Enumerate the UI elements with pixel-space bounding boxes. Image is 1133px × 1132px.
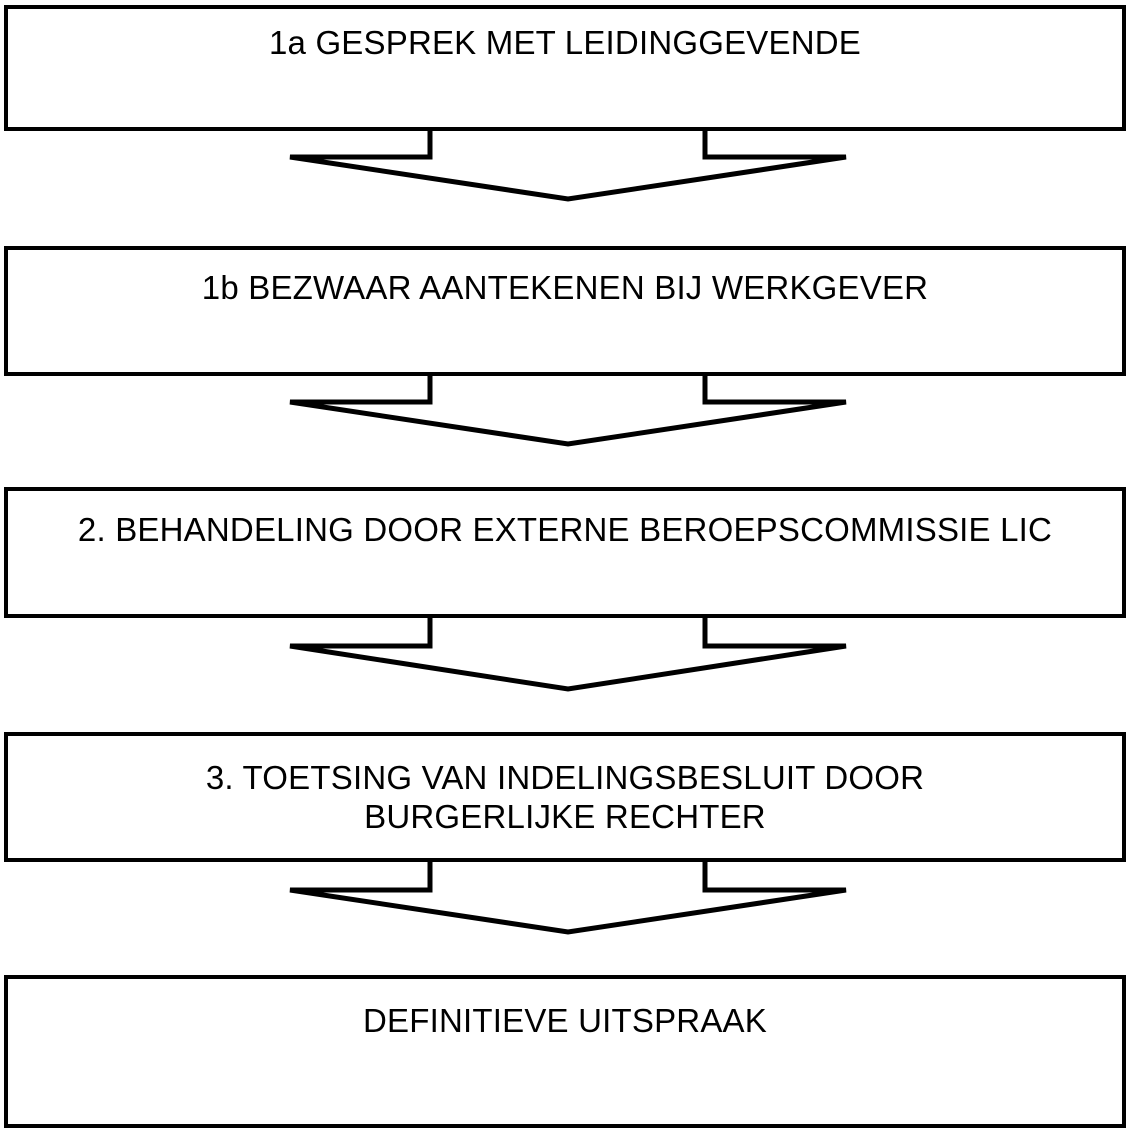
node-step-1a[interactable]: 1a GESPREK MET LEIDINGGEVENDE (4, 5, 1126, 131)
arrow-down-icon-1 (289, 131, 847, 202)
arrow-down-icon-3 (289, 618, 847, 692)
node-step-1a-label: 1a GESPREK MET LEIDINGGEVENDE (268, 24, 862, 61)
node-step-2[interactable]: 2. BEHANDELING DOOR EXTERNE BEROEPSCOMMI… (4, 487, 1126, 618)
node-step-3[interactable]: 3. TOETSING VAN INDELINGSBESLUIT DOOR BU… (4, 732, 1126, 862)
node-outcome-label: DEFINITIEVE UITSPRAAK (363, 1002, 767, 1039)
node-step-2-label: 2. BEHANDELING DOOR EXTERNE BEROEPSCOMMI… (77, 511, 1053, 548)
node-step-1b[interactable]: 1b BEZWAAR AANTEKENEN BIJ WERKGEVER (4, 246, 1126, 376)
node-step-1b-label: 1b BEZWAAR AANTEKENEN BIJ WERKGEVER (201, 269, 929, 306)
arrow-down-icon-2 (289, 376, 847, 447)
node-step-3-label: 3. TOETSING VAN INDELINGSBESLUIT DOOR BU… (205, 759, 925, 835)
node-outcome[interactable]: DEFINITIEVE UITSPRAAK (4, 975, 1126, 1128)
arrow-down-icon-4 (289, 862, 847, 935)
